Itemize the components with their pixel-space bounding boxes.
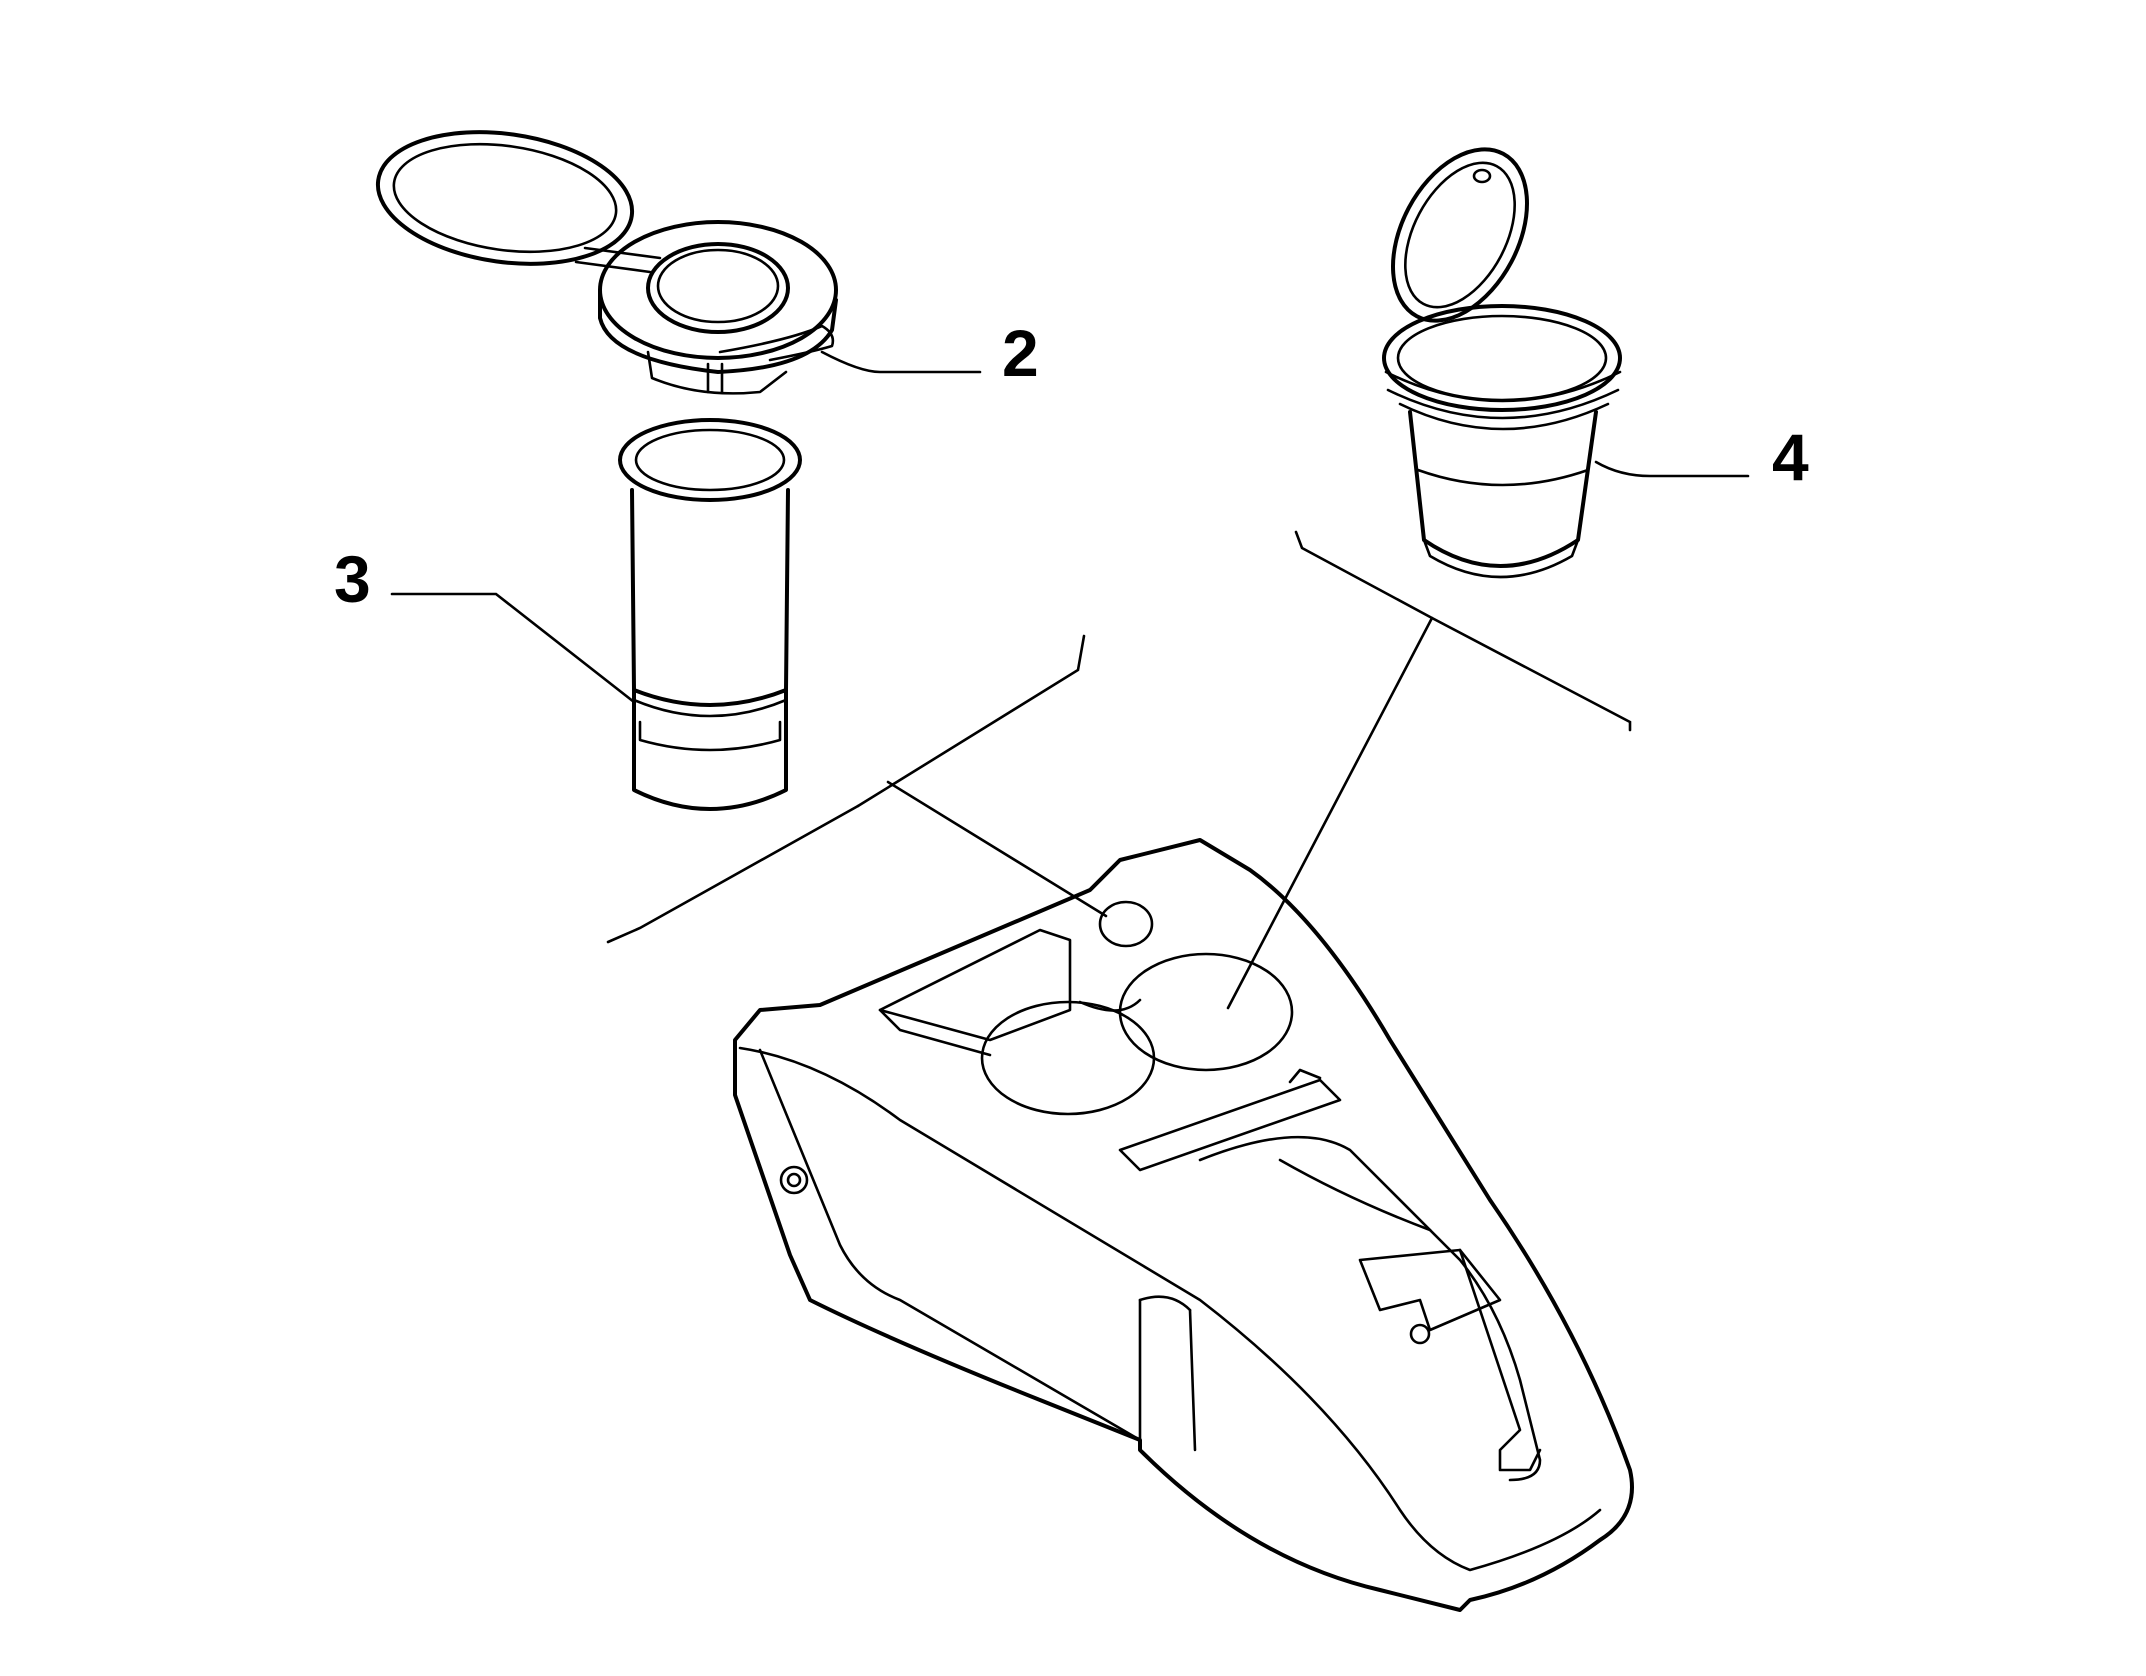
callout-part-4: 4 (1772, 420, 1809, 494)
socket-sleeve-part-3 (618, 418, 802, 811)
callout-part-2: 2 (1002, 316, 1039, 390)
socket-cap-part-2 (375, 130, 838, 395)
center-console (733, 838, 1634, 1612)
cup-holder-part-4 (1382, 147, 1622, 579)
callout-part-3: 3 (334, 542, 371, 616)
leader-lines (390, 350, 1750, 1010)
